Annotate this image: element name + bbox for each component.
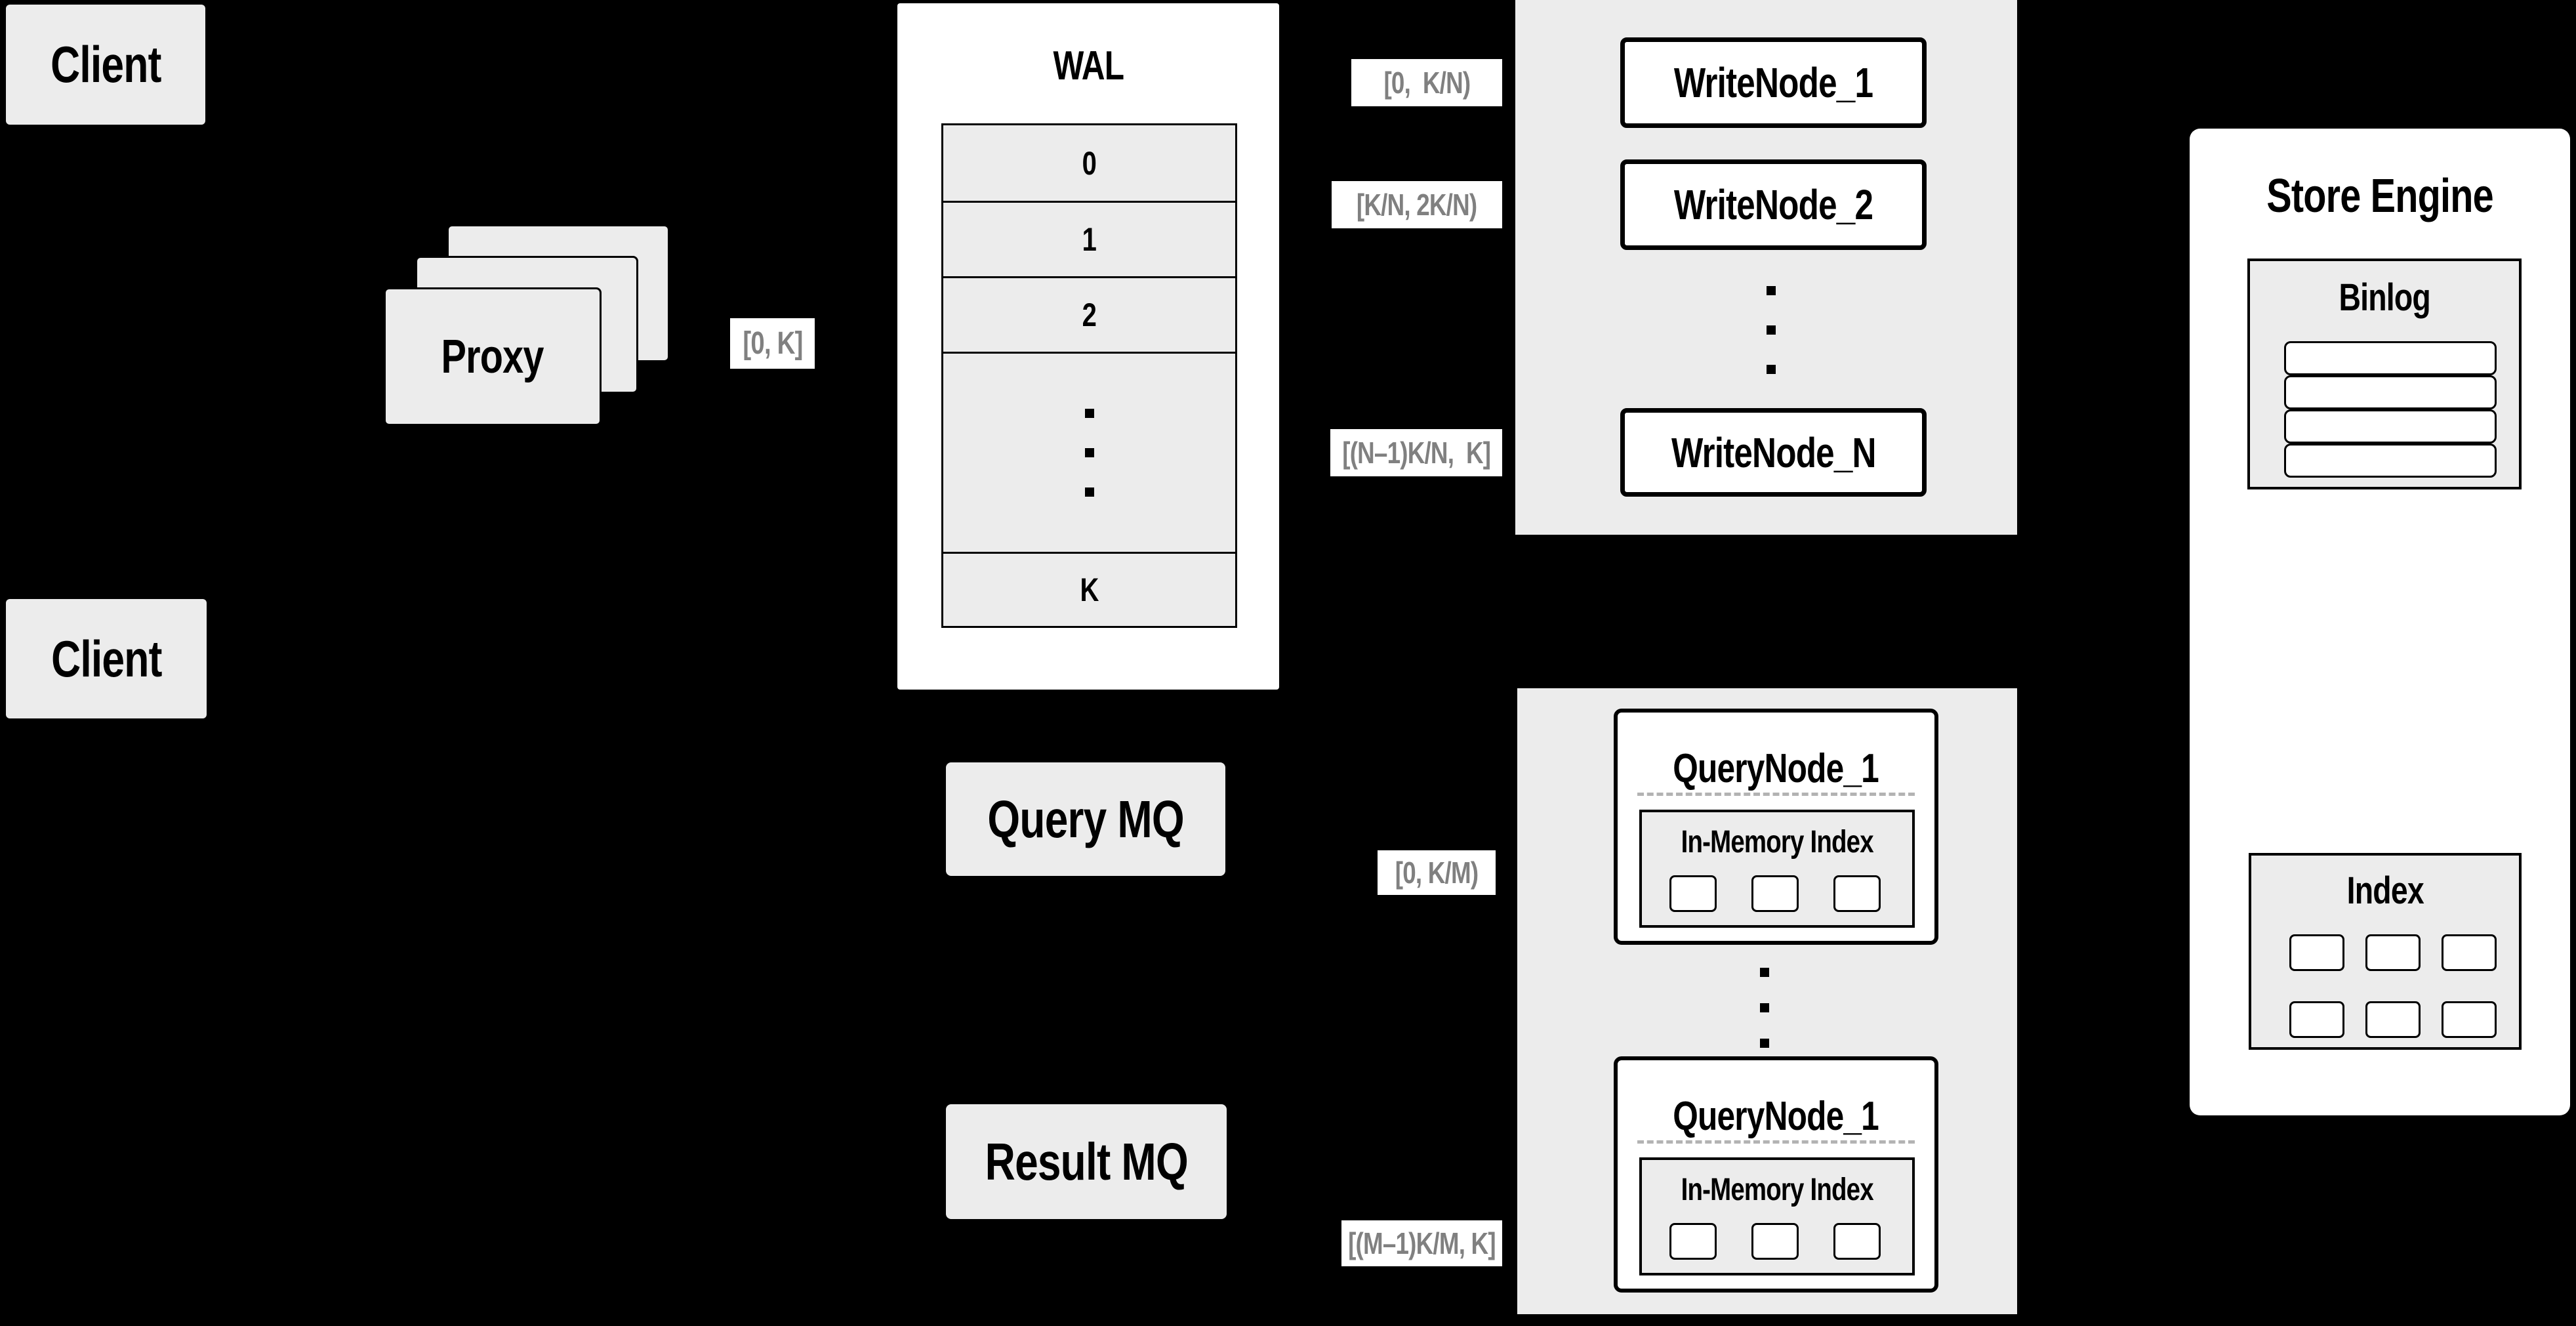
query-node-1: QueryNode_1 In-Memory Index xyxy=(1614,709,1938,945)
write-node-2: WriteNode_2 xyxy=(1620,159,1927,250)
query-node-1-title: QueryNode_1 xyxy=(1673,746,1880,791)
binlog-box: Binlog xyxy=(2247,259,2522,489)
vertical-ellipsis xyxy=(1767,271,1776,389)
range-label-n1kn-k: [(N–1)K/N, K] xyxy=(1330,429,1502,476)
result-mq-node: Result MQ xyxy=(946,1104,1227,1219)
range-label-m1km-k: [(M–1)K/M, K] xyxy=(1341,1220,1502,1266)
index-square xyxy=(2442,934,2497,971)
range-label-0-km: [0, K/M) xyxy=(1378,850,1496,895)
index-square xyxy=(2365,934,2421,971)
segment-square xyxy=(1669,875,1717,912)
segment-square xyxy=(1751,875,1799,912)
in-memory-index-title: In-Memory Index xyxy=(1681,1172,1873,1207)
query-mq-node: Query MQ xyxy=(946,762,1225,876)
index-box: Index xyxy=(2249,853,2522,1050)
segment-square xyxy=(1833,1223,1881,1260)
index-title: Index xyxy=(2346,869,2424,912)
index-square xyxy=(2442,1001,2497,1038)
wal-row-k: K xyxy=(943,552,1235,626)
client-node-top: Client xyxy=(6,5,205,125)
dashed-divider xyxy=(1637,793,1915,796)
in-memory-index-title: In-Memory Index xyxy=(1681,825,1873,860)
segment-square xyxy=(1669,1223,1717,1260)
wal-row-1: 1 xyxy=(943,201,1235,276)
index-square xyxy=(2365,1001,2421,1038)
query-node-2: QueryNode_1 In-Memory Index xyxy=(1614,1056,1938,1293)
wal-title-wrap: WAL xyxy=(897,43,1279,89)
segment-square xyxy=(1833,875,1881,912)
range-label-0-kn: [0, K/N) xyxy=(1351,59,1502,106)
client-bottom-label: Client xyxy=(51,629,162,688)
range-label-0-k: [0, K] xyxy=(730,318,815,369)
wal-table: 0 1 2 K xyxy=(941,123,1237,628)
binlog-row xyxy=(2284,341,2497,375)
index-square xyxy=(2289,934,2344,971)
range-label-kn-2kn: [K/N, 2K/N) xyxy=(1332,181,1502,228)
write-node-1: WriteNode_1 xyxy=(1620,37,1927,128)
write-node-n: WriteNode_N xyxy=(1620,408,1927,497)
store-engine-panel: Store Engine Binlog Index xyxy=(2190,129,2570,1115)
binlog-row xyxy=(2284,444,2497,478)
wal-title: WAL xyxy=(1053,43,1124,89)
binlog-row xyxy=(2284,375,2497,409)
client-node-bottom: Client xyxy=(6,599,207,718)
dashed-divider xyxy=(1637,1140,1915,1144)
binlog-row xyxy=(2284,409,2497,444)
wal-panel: WAL 0 1 2 K xyxy=(897,3,1279,690)
binlog-title: Binlog xyxy=(2339,276,2430,319)
index-square xyxy=(2289,1001,2344,1038)
wal-row-2: 2 xyxy=(943,276,1235,352)
store-engine-title: Store Engine xyxy=(2266,170,2493,222)
wal-row-ellipsis xyxy=(943,352,1235,552)
in-memory-index-box-2: In-Memory Index xyxy=(1639,1157,1915,1275)
wal-row-0: 0 xyxy=(943,125,1235,201)
vertical-ellipsis xyxy=(1084,394,1094,512)
in-memory-index-box-1: In-Memory Index xyxy=(1639,810,1915,928)
segment-square xyxy=(1751,1223,1799,1260)
query-node-2-title: QueryNode_1 xyxy=(1673,1094,1880,1139)
proxy-label: Proxy xyxy=(441,330,544,383)
proxy-card-front: Proxy xyxy=(384,287,602,426)
client-top-label: Client xyxy=(50,35,161,93)
vertical-ellipsis xyxy=(1760,955,1769,1061)
